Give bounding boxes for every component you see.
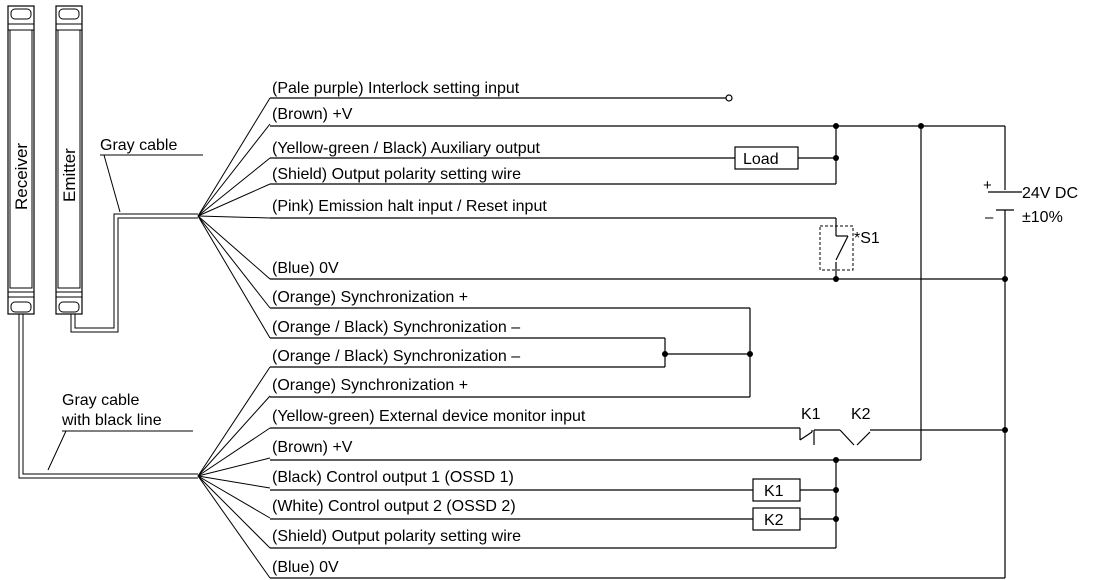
contact-k2-label: K2 <box>851 406 871 423</box>
emitter-circuit <box>270 94 1005 397</box>
receiver-cable-label-line2: with black line <box>61 412 162 429</box>
receiver-circuit <box>270 126 1008 579</box>
receiver-unit: Receiver <box>7 5 35 315</box>
receiver-cable <box>18 314 198 479</box>
wire-label: (Orange) Synchronization + <box>272 289 468 306</box>
wire-label: (Orange / Black) Synchronization – <box>272 348 520 365</box>
wire-label: (White) Control output 2 (OSSD 2) <box>272 498 516 515</box>
switch-label: *S1 <box>854 230 880 247</box>
wire-label: (Brown) +V <box>272 106 353 123</box>
relay-k2: K2 <box>752 507 801 531</box>
wire-label: (Blue) 0V <box>272 559 339 576</box>
receiver-fan-wires <box>197 366 271 579</box>
receiver-label: Receiver <box>12 143 31 210</box>
receiver-cable-label-line1: Gray cable <box>62 392 139 409</box>
contact-k1-label: K1 <box>801 406 821 423</box>
receiver-wire-list: (Orange / Black) Synchronization – (Oran… <box>272 348 586 576</box>
load-label: Load <box>743 151 779 168</box>
wire-label: (Orange) Synchronization + <box>272 377 468 394</box>
relay-k1-label: K1 <box>764 483 784 500</box>
emitter-wire-list: (Pale purple) Interlock setting input (B… <box>272 80 547 336</box>
power-voltage: 24V DC <box>1022 185 1078 202</box>
emitter-fan-wires <box>197 97 271 339</box>
relay-k1: K1 <box>752 478 801 502</box>
power-tolerance: ±10% <box>1022 209 1063 226</box>
wire-label: (Black) Control output 1 (OSSD 1) <box>272 469 514 486</box>
emitter-label: Emitter <box>60 148 79 202</box>
wire-label: (Pale purple) Interlock setting input <box>272 80 520 97</box>
wire-label: (Yellow-green) External device monitor i… <box>272 408 586 425</box>
switch-s1: *S1 <box>819 225 880 271</box>
emitter-unit: Emitter <box>55 5 83 315</box>
wire-label: (Blue) 0V <box>272 260 339 277</box>
wire-label: (Shield) Output polarity setting wire <box>272 166 521 183</box>
power-supply: + – 24V DC ±10% <box>983 126 1078 578</box>
wire-label: (Shield) Output polarity setting wire <box>272 528 521 545</box>
wire-label: (Orange / Black) Synchronization – <box>272 319 520 336</box>
power-plus: + <box>983 177 992 194</box>
wire-label: (Pink) Emission halt input / Reset input <box>272 198 547 215</box>
emitter-cable <box>70 213 198 333</box>
load-box: Load <box>734 146 799 170</box>
wire-label: (Brown) +V <box>272 439 353 456</box>
power-minus: – <box>985 209 994 226</box>
relay-k2-label: K2 <box>764 512 784 529</box>
wire-label: (Yellow-green / Black) Auxiliary output <box>272 140 541 157</box>
emitter-cable-label: Gray cable <box>100 137 177 154</box>
